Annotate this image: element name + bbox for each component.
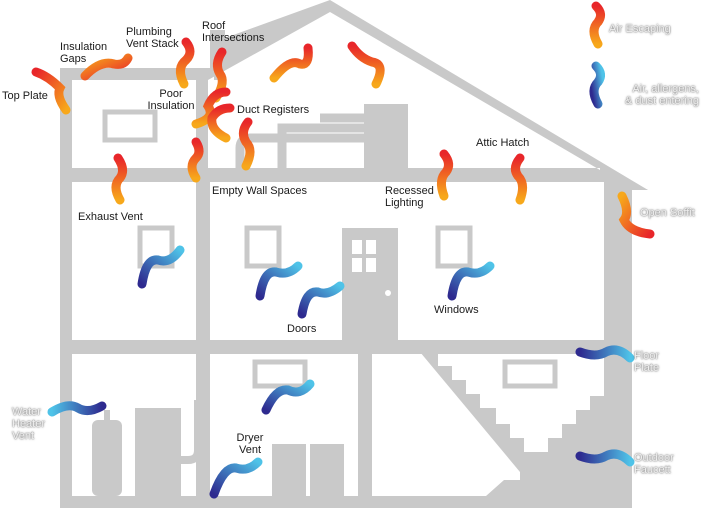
label-water-heater-vent: Water Heater Vent <box>12 406 46 442</box>
washer <box>310 444 344 496</box>
label-floor-plate: Floor Plate <box>634 350 660 374</box>
arrow-legend-entering <box>589 61 606 109</box>
dryer <box>272 444 306 496</box>
arrow-exhaust-vent <box>111 153 128 205</box>
arrow-windows <box>447 261 495 301</box>
arrow-floor-plate <box>575 345 635 363</box>
furnace <box>364 104 408 168</box>
label-attic-hatch: Attic Hatch <box>476 137 530 149</box>
arrow-insulation-gaps <box>80 53 133 81</box>
label-poor-insulation: Poor Insulation <box>147 88 195 112</box>
soffit <box>604 168 648 190</box>
label-plumbing-vent-stack: Plumbing Vent Stack <box>126 26 179 50</box>
arrow-open-soffit <box>617 191 655 239</box>
arrow-water-heater <box>47 401 107 417</box>
flue-pipe <box>181 400 202 464</box>
arrow-attic-left <box>207 103 235 143</box>
window-center-right <box>435 225 473 269</box>
arrow-legend-escaping <box>589 1 606 49</box>
door <box>342 228 398 340</box>
label-insulation-gaps: Insulation Gaps <box>60 41 108 65</box>
arrow-poor-insulation <box>191 87 231 129</box>
label-exhaust-vent: Exhaust Vent <box>78 211 143 223</box>
room-left-upper <box>72 182 196 340</box>
window-center-left <box>244 225 282 269</box>
windows <box>102 109 558 389</box>
legend-entering-label: Air, allergens, & dust entering <box>625 83 699 107</box>
arrow-empty-wall <box>187 137 204 183</box>
label-empty-wall-spaces: Empty Wall Spaces <box>212 185 307 197</box>
arrow-doors <box>297 281 345 319</box>
label-roof-intersections: Roof Intersections <box>202 20 265 44</box>
enter-arrows <box>47 61 635 499</box>
arrow-window-left-upper <box>137 245 185 289</box>
escape-arrows <box>31 1 655 239</box>
window-right-lower <box>502 359 558 389</box>
arrow-roof-1 <box>269 43 313 83</box>
window-middle-lower <box>252 359 308 389</box>
arrow-attic-hatch <box>510 153 528 205</box>
label-recessed-lighting: Recessed Lighting <box>385 185 434 209</box>
arrow-window-middle-lower <box>261 379 315 415</box>
arrow-window-center-left <box>255 261 303 301</box>
water-heater <box>92 420 122 496</box>
stairs <box>410 340 604 496</box>
arrow-top-plate <box>31 67 71 115</box>
label-outdoor-faucet: Outdoor Faucett <box>634 452 674 476</box>
arrow-outdoor-faucet <box>575 449 635 467</box>
label-duct-registers: Duct Registers <box>237 104 310 116</box>
label-open-soffit: Open Soffit <box>640 207 695 219</box>
lower-fixtures <box>92 408 344 496</box>
arrow-recessed-lighting <box>436 149 454 201</box>
arrow-plumbing-vent <box>176 37 195 89</box>
label-top-plate: Top Plate <box>2 90 48 102</box>
arrow-roof-2 <box>347 41 385 89</box>
label-dryer-vent: Dryer Vent <box>236 432 264 456</box>
legend-escaping-label: Air Escaping <box>609 23 671 35</box>
furnace-lower <box>135 408 181 496</box>
label-windows: Windows <box>434 304 479 316</box>
arrow-dryer-vent <box>209 457 263 499</box>
arrow-duct-register <box>238 117 255 171</box>
window-attic <box>102 109 158 143</box>
label-doors: Doors <box>287 323 317 335</box>
